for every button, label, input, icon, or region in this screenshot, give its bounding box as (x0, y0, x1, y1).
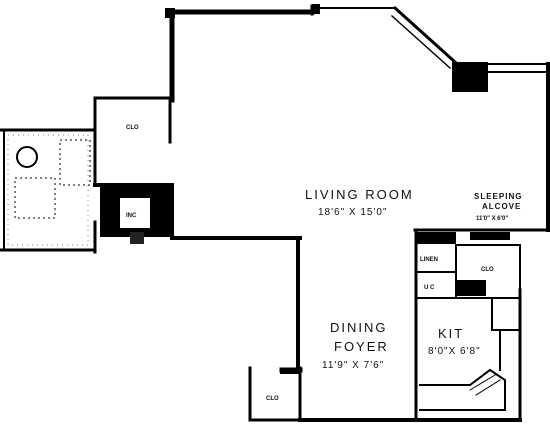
living-room-dims: 18'6" X 15'0" (318, 207, 388, 218)
linen-closet-label: LINEN (420, 257, 438, 263)
dining-foyer-label-1: DINING (330, 320, 388, 335)
kitchen-dims: 8'0"X 6'8" (428, 346, 481, 357)
sleeping-alcove-dims: 11'0" X 6'0" (476, 216, 508, 222)
structural-fills (100, 4, 510, 374)
sleeping-alcove-label-2: ALCOVE (482, 202, 521, 211)
bathroom (7, 134, 91, 246)
dining-foyer-dims: 11'9" X 7'6" (322, 360, 384, 371)
dining-foyer-label-2: FOYER (334, 339, 389, 354)
kitchen-fixtures (419, 297, 521, 411)
inc-label: INC (126, 213, 137, 219)
sink-icon (16, 146, 38, 168)
walls (0, 4, 550, 422)
sleeping-alcove-label-1: SLEEPING (474, 192, 522, 201)
kitchen-label: KIT (438, 326, 464, 341)
room-labels: LIVING ROOM 18'6" X 15'0" SLEEPING ALCOV… (126, 125, 522, 402)
closet-partitions (415, 244, 521, 299)
alcove-closet-label: CLO (481, 267, 494, 273)
lower-left-closet-label: CLO (266, 396, 279, 402)
upper-closet-label: CLO (126, 125, 139, 131)
living-room-label: LIVING ROOM (305, 187, 414, 202)
utility-closet-label: U C (424, 285, 435, 291)
